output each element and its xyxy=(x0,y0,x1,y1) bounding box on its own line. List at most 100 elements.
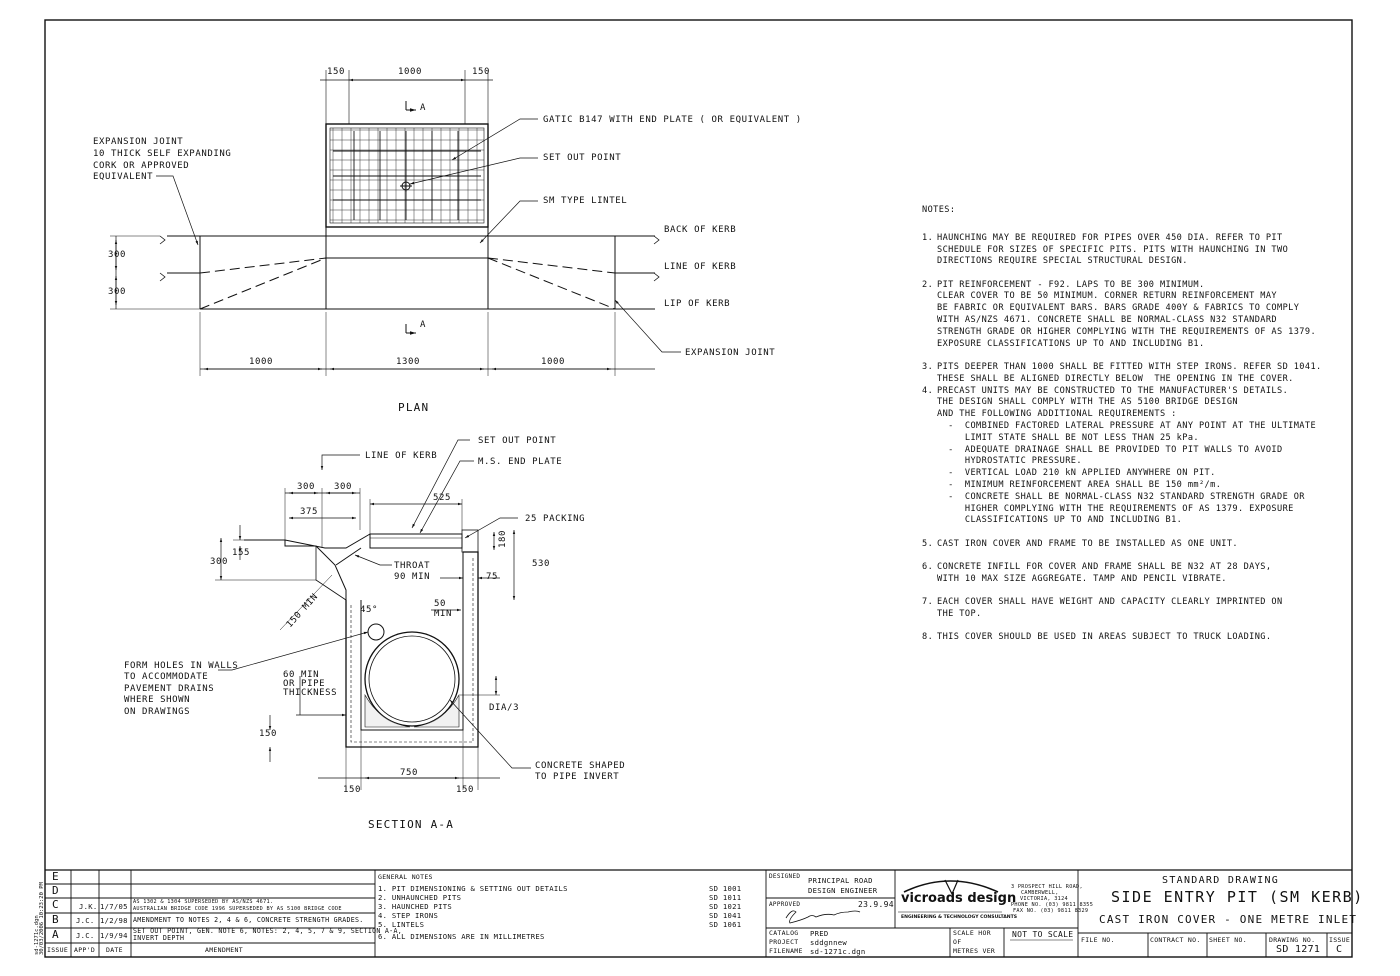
hdr-amendment: AMENDMENT xyxy=(205,946,243,954)
notes-list: 1.HAUNCHING MAY BE REQUIRED FOR PIPES OV… xyxy=(922,233,1342,644)
label-lintel: SM TYPE LINTEL xyxy=(543,196,627,206)
pipe xyxy=(364,631,460,727)
note-number: 8. xyxy=(922,632,934,643)
min60-2: OR PIPE xyxy=(283,679,325,689)
dim-750: 750 xyxy=(400,768,418,778)
gen-note-3: 3. HAUNCHED PITS xyxy=(378,902,453,911)
gen-note-4-sd: SD 1041 xyxy=(709,911,742,920)
label-50-min: MIN xyxy=(434,609,452,619)
section-view xyxy=(215,439,531,790)
note-line: HIGHER COMPLYING WITH THE REQUIREMENTS O… xyxy=(937,503,1294,514)
scale-of-label: OF xyxy=(953,938,962,946)
section-text: SET OUT POINT LINE OF KERB M.S. END PLAT… xyxy=(124,436,625,831)
gen-note-3-sd: SD 1021 xyxy=(709,902,742,911)
note-line: CAST IRON COVER AND FRAME TO BE INSTALLE… xyxy=(937,538,1238,549)
note-line: - VERTICAL LOAD 210 kN APPLIED ANYWHERE … xyxy=(937,468,1216,479)
min60-1: 60 MIN xyxy=(283,670,319,680)
label-50: 50 xyxy=(434,599,446,609)
note-number: 2. xyxy=(922,279,934,290)
dim-300c: 300 xyxy=(210,557,228,567)
note-item: 7.EACH COVER SHALL HAVE WEIGHT AND CAPAC… xyxy=(922,597,1342,621)
rev-b-by: J.C. xyxy=(76,916,95,925)
cover-frame xyxy=(369,533,463,549)
note-number: 7. xyxy=(922,597,934,608)
plan-title: PLAN xyxy=(398,401,429,414)
project-label: PROJECT xyxy=(769,938,799,946)
grate-outline xyxy=(325,123,489,228)
dim-300b: 300 xyxy=(334,482,352,492)
note-line: - CONCRETE SHALL BE NORMAL-CLASS N32 STA… xyxy=(937,491,1305,502)
dim-150-left: 150 xyxy=(327,67,345,77)
dim-150-left-section: 150 xyxy=(259,729,277,739)
label-line-kerb: LINE OF KERB xyxy=(664,262,736,272)
dim-375: 375 xyxy=(300,507,318,517)
note-line: HYDROSTATIC PRESSURE. xyxy=(937,456,1082,467)
dim-1000-top: 1000 xyxy=(398,67,422,77)
rev-b-date: 1/2/98 xyxy=(100,916,128,925)
note-number: 5. xyxy=(922,538,934,549)
note-number: 4. xyxy=(922,385,934,396)
scale-ver-label: METRES VER xyxy=(953,947,996,955)
scale-hor-label: SCALE HOR xyxy=(953,929,991,937)
min60-3: THICKNESS xyxy=(283,688,337,698)
catalog-label: CATALOG xyxy=(769,929,799,937)
designed-by-2: DESIGN ENGINEER xyxy=(808,886,878,895)
dim-150b: 150 xyxy=(456,785,474,795)
note-line: THIS COVER SHOULD BE USED IN AREAS SUBJE… xyxy=(937,632,1272,643)
dim-300-upper: 300 xyxy=(108,250,126,260)
hdr-date: DATE xyxy=(106,946,123,954)
rev-a-by: J.C. xyxy=(76,931,95,940)
standard-drawing-label: STANDARD DRAWING xyxy=(1162,875,1280,886)
section-marker-bottom: A xyxy=(420,320,426,330)
note-item: 5.CAST IRON COVER AND FRAME TO BE INSTAL… xyxy=(922,539,1342,551)
dim-1000-br: 1000 xyxy=(541,357,565,367)
rev-c-date: 1/7/05 xyxy=(100,902,128,911)
issue-value: C xyxy=(1336,944,1343,955)
section-title: SECTION A-A xyxy=(368,818,454,831)
note-line: - ADEQUATE DRAINAGE SHALL BE PROVIDED TO… xyxy=(937,444,1283,455)
gen-note-4: 4. STEP IRONS xyxy=(378,911,439,920)
label-150-min: 150 MIN xyxy=(285,592,321,630)
rev-issue-e: E xyxy=(52,870,59,883)
catalog-value: PRED xyxy=(810,929,829,938)
note-line: EXPOSURE CLASSIFICATIONS UP TO AND INCLU… xyxy=(937,338,1205,349)
form-holes-5: ON DRAWINGS xyxy=(124,707,190,717)
issue-label: ISSUE xyxy=(1329,936,1351,944)
note-number: 6. xyxy=(922,561,934,572)
dim-150a: 150 xyxy=(343,785,361,795)
label-packing: 25 PACKING xyxy=(525,514,585,524)
logo-subtitle: ENGINEERING & TECHNOLOGY CONSULTANTS xyxy=(901,915,1018,920)
dim-1000-bl: 1000 xyxy=(249,357,273,367)
note-line: CONCRETE INFILL FOR COVER AND FRAME SHAL… xyxy=(937,561,1272,572)
rev-c-amend2: AUSTRALIAN BRIDGE CODE 1996 SUPERSEDED B… xyxy=(133,906,342,912)
label-back-kerb: BACK OF KERB xyxy=(664,225,736,235)
form-holes-1: FORM HOLES IN WALLS xyxy=(124,661,238,671)
concrete-2: TO PIPE INVERT xyxy=(535,772,619,782)
drawing-title-2: CAST IRON COVER - ONE METRE INLET xyxy=(1099,913,1358,926)
address-1: 3 PROSPECT HILL ROAD, xyxy=(1011,884,1083,890)
label-set-out-plan: SET OUT POINT xyxy=(543,153,621,163)
rev-issue-c: C xyxy=(52,898,59,911)
contract-no-label: CONTRACT NO. xyxy=(1150,936,1201,944)
drawing-no-label: DRAWING NO. xyxy=(1269,936,1316,944)
note-line: PITS DEEPER THAN 1000 SHALL BE FITTED WI… xyxy=(937,361,1322,372)
dim-525: 525 xyxy=(433,493,451,503)
note-line: DIRECTIONS REQUIRE SPECIAL STRUCTURAL DE… xyxy=(937,256,1188,267)
section-marker-top: A xyxy=(420,103,426,113)
note-line: - MINIMUM REINFORCEMENT AREA SHALL BE 15… xyxy=(937,479,1222,490)
title-block-text: sd-1271c.dgn 30/03/2006 10:23:20 PM xyxy=(34,881,45,955)
note-line: THE DESIGN SHALL COMPLY WITH THE AS 5100… xyxy=(937,397,1238,408)
note-line: WITH 10 MAX SIZE AGGREGATE. TAMP AND PEN… xyxy=(937,573,1227,584)
exp-joint-note-1: EXPANSION JOINT xyxy=(93,137,183,147)
form-holes-2: TO ACCOMMODATE xyxy=(124,672,208,682)
dim-180: 180 xyxy=(498,530,508,548)
note-line: PIT REINFORCEMENT - F92. LAPS TO BE 300 … xyxy=(937,279,1205,290)
dim-150-right: 150 xyxy=(472,67,490,77)
form-holes-4: WHERE SHOWN xyxy=(124,695,190,705)
project-value: sddgnnew xyxy=(810,938,848,947)
gen-note-2-sd: SD 1011 xyxy=(709,893,742,902)
file-no-label: FILE NO. xyxy=(1081,936,1115,944)
note-line: WITH AS/NZS 4671. CONCRETE SHALL BE NORM… xyxy=(937,315,1278,326)
plan-text: 150 1000 150 A A 300 300 1000 1300 1000 … xyxy=(93,67,801,414)
note-item: 1.HAUNCHING MAY BE REQUIRED FOR PIPES OV… xyxy=(922,233,1342,268)
